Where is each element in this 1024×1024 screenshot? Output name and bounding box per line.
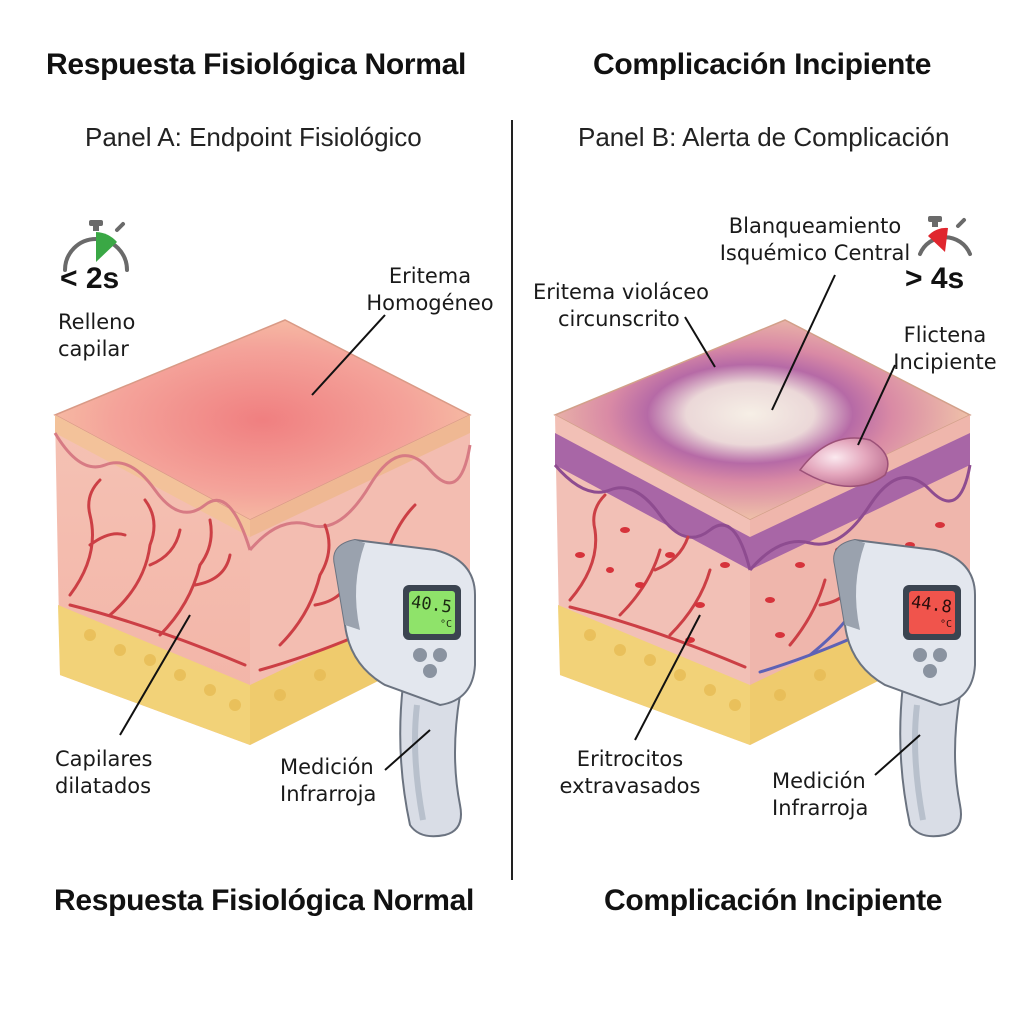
- panel-a-capillaries-label: Capilares dilatados: [55, 747, 153, 798]
- panel-b-blister-label: Flictena Incipiente: [893, 323, 997, 374]
- panel-b-temperature-unit: °C: [940, 619, 953, 630]
- panel-b-blanching-label: Blanqueamiento Isquémico Central: [719, 214, 911, 265]
- panel-b-erythema-label: Eritema violáceo circunscrito: [533, 280, 710, 331]
- panel-b-top-heading: Complicación Incipiente: [593, 48, 932, 81]
- leader-measure-b: [874, 734, 921, 776]
- panel-a-infrared-label: Medición Infrarroja: [280, 755, 377, 806]
- panel-a-timer-value: < 2s: [60, 262, 120, 295]
- panel-a-readout-screen: [409, 591, 455, 634]
- panel-b-rbc-label: Eritrocitos extravasados: [559, 747, 701, 798]
- leader-erythema-a: [311, 314, 386, 396]
- leader-measure-a: [384, 729, 431, 771]
- panel-b-infrared-thermometer: [833, 538, 976, 838]
- panel-a-bottom-heading: Respuesta Fisiológica Normal: [54, 884, 475, 917]
- panel-a-erythema-label: Eritema Homogéneo: [366, 264, 494, 315]
- panel-a-temperature-unit: °C: [440, 619, 453, 630]
- panel-b-infrared-label: Medición Infrarroja: [772, 769, 869, 820]
- panel-b-timer-value: > 4s: [905, 262, 965, 295]
- panel-a-subtitle: Panel A: Endpoint Fisiológico: [85, 122, 422, 152]
- stopwatch-green-icon: [63, 220, 129, 272]
- stopwatch-red-icon: [918, 216, 972, 256]
- panel-divider: [511, 120, 513, 880]
- panel-b-subtitle: Panel B: Alerta de Complicación: [578, 122, 950, 152]
- panel-b-readout-screen: [909, 591, 955, 634]
- panel-b-bottom-heading: Complicación Incipiente: [604, 884, 943, 917]
- panel-a-infrared-thermometer: [333, 538, 476, 838]
- panel-a-capillary-refill-label: Relleno capilar: [58, 310, 136, 361]
- panel-a-top-heading: Respuesta Fisiológica Normal: [46, 48, 467, 81]
